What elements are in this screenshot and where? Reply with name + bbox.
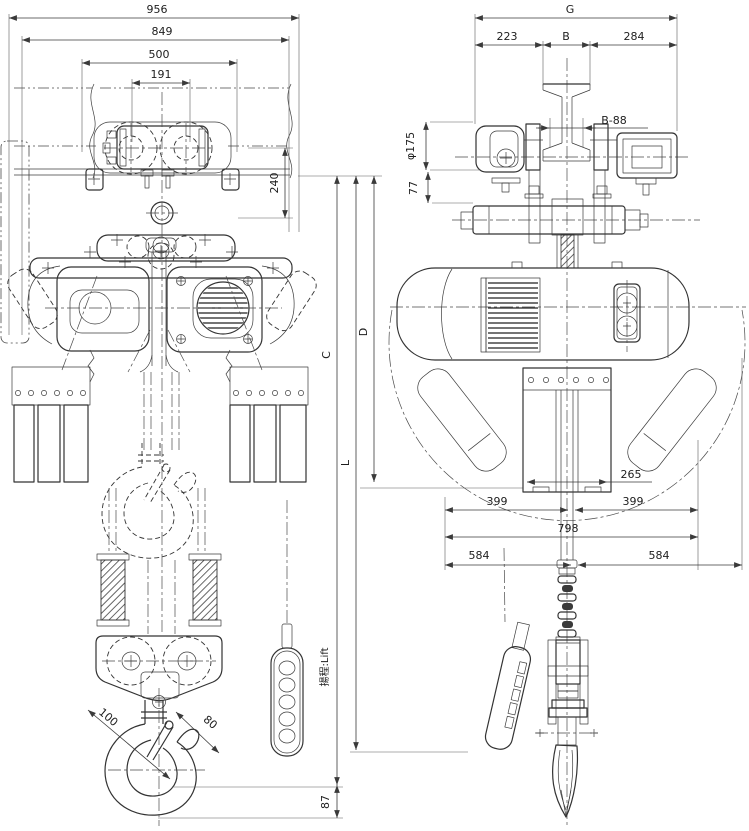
dim-798: 798 <box>558 522 579 535</box>
dim-hook-87: 87 <box>319 795 332 809</box>
drop-stop-lug-right <box>221 168 240 191</box>
dim-399-left: 399 <box>487 495 508 508</box>
dim-container-265: 265 <box>621 468 642 481</box>
pendant-button <box>278 677 296 693</box>
travel-motor-side <box>475 125 525 173</box>
pendant-control-side <box>484 547 532 750</box>
dim-height-c: C <box>320 351 333 359</box>
dim-height-d: D <box>357 328 370 336</box>
phantom-outline-left <box>0 140 30 344</box>
hoist-body-side <box>396 261 690 361</box>
dim-584-right: 584 <box>649 549 670 562</box>
swing-envelope-circle <box>388 309 746 521</box>
dim-399-right: 399 <box>623 495 644 508</box>
runway-beam-front <box>14 83 293 179</box>
dim-flange-b: B <box>562 30 570 43</box>
load-chain-side <box>555 492 581 644</box>
phantom-suspension-hook-left <box>7 268 58 330</box>
side-dimensions: G 223 B 284 B-88 φ175 77 265 399 399 798 <box>404 3 743 570</box>
drop-stop-lug-left <box>85 168 104 191</box>
dim-width-500: 500 <box>149 48 170 61</box>
lift-note: 揚程:Lift <box>318 647 331 686</box>
trolley-wheel-side-right <box>593 123 609 171</box>
trolley-side <box>460 123 678 269</box>
pendant-button <box>278 728 296 744</box>
hoist-motor-front <box>166 266 263 353</box>
travel-gearbox-side <box>616 132 678 179</box>
dim-height-l: L <box>339 459 352 466</box>
chain-container-side <box>522 367 612 493</box>
front-dimensions: 956 849 500 191 240 C L D 揚程:Lift 87 100… <box>8 3 523 819</box>
dim-height-77: 77 <box>407 181 420 195</box>
hook-block-side <box>535 639 599 818</box>
trolley-wheel-side-left <box>525 123 541 171</box>
chain-detail-left <box>87 349 95 383</box>
hook-block-front <box>95 635 223 709</box>
swung-container-left <box>417 368 507 472</box>
side-view: G 223 B 284 B-88 φ175 77 265 399 399 798 <box>388 3 746 828</box>
dim-height-240: 240 <box>268 173 281 194</box>
dim-584-left: 584 <box>469 549 490 562</box>
chain-container-right <box>229 366 309 483</box>
dim-wheel-diameter: φ175 <box>404 132 417 160</box>
bottom-hook-side <box>551 744 579 818</box>
beam-break-line-left <box>89 83 96 179</box>
gear-housing-front <box>56 266 150 352</box>
phantom-suspension-hook-right <box>266 270 317 332</box>
chain-container-left <box>11 366 91 483</box>
pendant-button <box>278 711 296 727</box>
dim-width-223: 223 <box>497 30 518 43</box>
dim-width-284: 284 <box>624 30 645 43</box>
pendant-button <box>278 660 296 676</box>
pendant-button <box>278 694 296 710</box>
motor-fin-block <box>485 277 541 353</box>
front-view: 956 849 500 191 240 C L D 揚程:Lift 87 100… <box>0 3 523 826</box>
dim-hook-opening-100: 100 <box>96 706 120 729</box>
dim-width-191: 191 <box>151 68 172 81</box>
dim-b-minus-88: B-88 <box>601 114 627 127</box>
dim-overall-g: G <box>566 3 575 16</box>
dim-overall-width-956: 956 <box>147 3 168 16</box>
load-chains-front <box>96 372 222 634</box>
swung-container-right <box>627 368 717 472</box>
trolley-front <box>85 121 240 225</box>
dim-width-849: 849 <box>152 25 173 38</box>
dim-hook-80: 80 <box>201 713 220 732</box>
beam-break-line-right <box>286 83 293 179</box>
pendant-control-front <box>270 500 304 757</box>
chain-detail-right <box>225 349 233 383</box>
